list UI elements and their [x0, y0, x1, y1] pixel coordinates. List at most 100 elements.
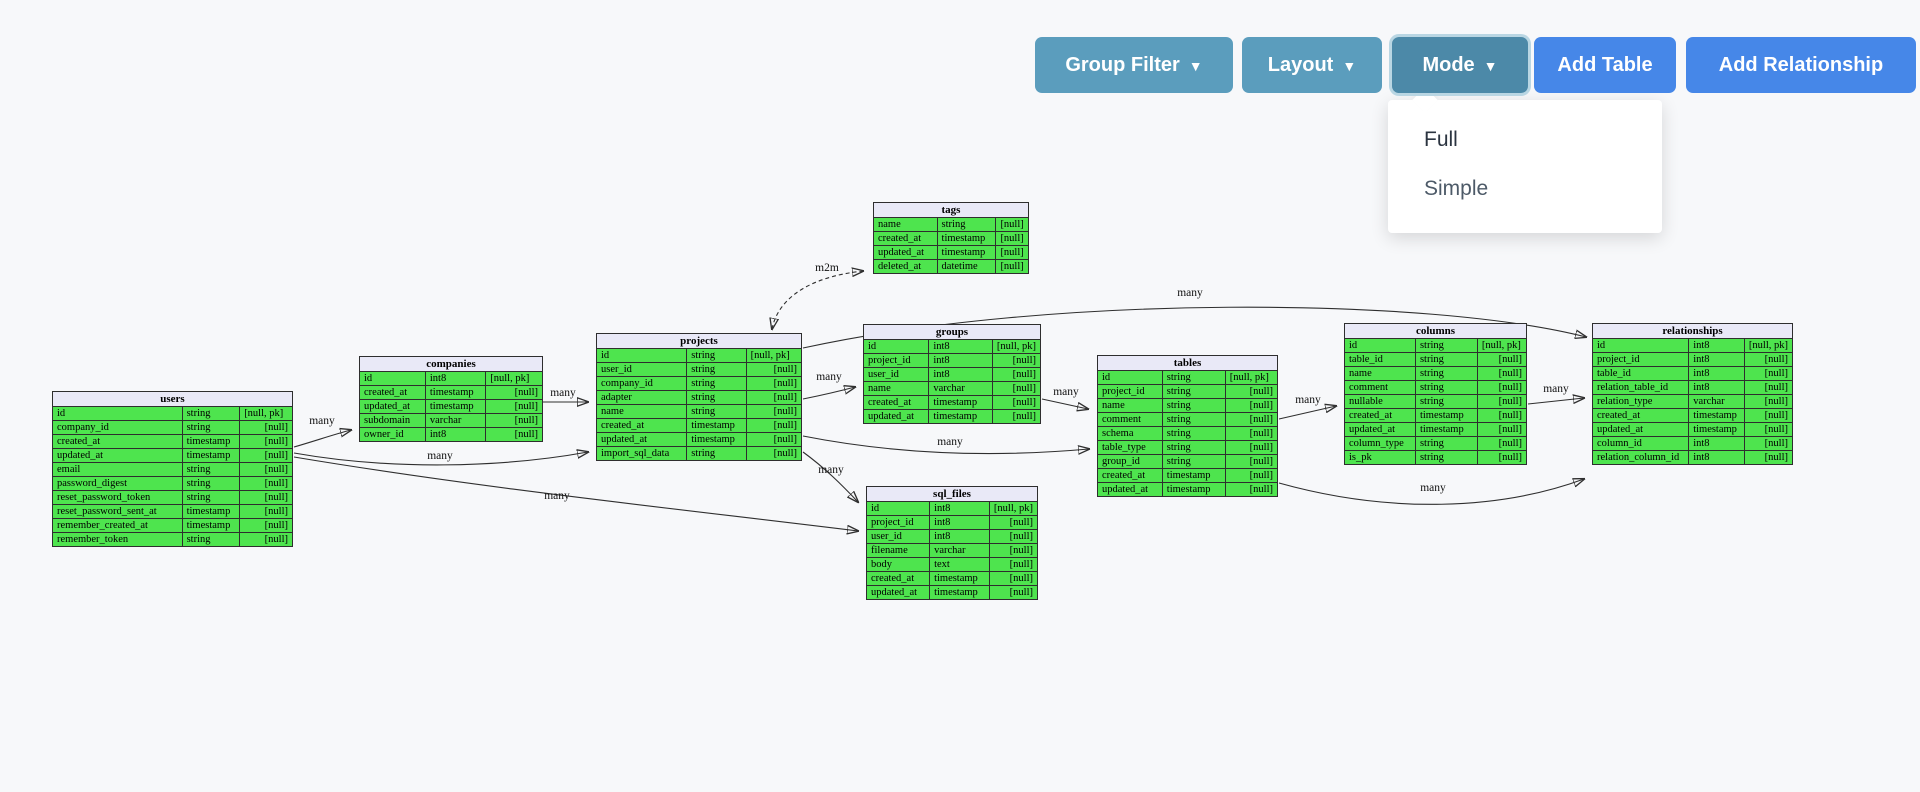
edge-users-sql_files[interactable]	[293, 456, 858, 531]
table-title: tables	[1097, 355, 1278, 371]
field-constraints: [null]	[1476, 408, 1528, 423]
field-constraints: [null]	[1743, 394, 1794, 409]
field-constraints: [null]	[745, 446, 803, 461]
layout-dropdown-button[interactable]: Layout ▼	[1242, 37, 1382, 93]
field-type: text	[929, 557, 990, 572]
field-constraints: [null]	[239, 532, 293, 547]
field-name: project_id	[1097, 384, 1163, 399]
field-name: created_at	[1591, 408, 1690, 423]
field-name: project_id	[865, 515, 931, 530]
field-type: timestamp	[1414, 408, 1478, 423]
field-type: string	[686, 348, 747, 363]
chevron-down-icon: ▼	[1483, 58, 1498, 74]
field-name: user_id	[595, 362, 688, 377]
mode-menu-item-simple[interactable]: Simple	[1424, 177, 1489, 200]
edge-users-companies[interactable]	[293, 430, 351, 448]
field-type: timestamp	[928, 409, 993, 424]
edge-tables-columns[interactable]	[1278, 406, 1336, 420]
field-constraints: [null, pk]	[239, 406, 293, 421]
field-type: int8	[928, 353, 993, 368]
field-name: password_digest	[52, 476, 183, 491]
add-relationship-button[interactable]: Add Relationship	[1686, 37, 1916, 93]
edge-projects-tables[interactable]	[802, 435, 1089, 454]
field-name: user_id	[865, 529, 931, 544]
edge-label-projects-groups: many	[816, 371, 842, 383]
mode-dropdown-button[interactable]: Mode ▼	[1392, 37, 1528, 93]
field-type: string	[1161, 398, 1226, 413]
field-name: id	[1591, 338, 1690, 353]
add-relationship-label: Add Relationship	[1718, 53, 1884, 76]
field-type: timestamp	[1688, 422, 1745, 437]
field-constraints: [null]	[239, 462, 293, 477]
edge-projects-sql_files[interactable]	[802, 451, 858, 502]
edge-projects-groups[interactable]	[802, 387, 855, 400]
edge-columns-relationships[interactable]	[1527, 398, 1584, 405]
edge-projects-tags[interactable]	[772, 271, 863, 329]
group-filter-dropdown-button[interactable]: Group Filter ▼	[1035, 37, 1233, 93]
field-constraints: [null]	[995, 231, 1029, 246]
field-name: created_at	[359, 385, 426, 400]
field-name: table_type	[1097, 440, 1163, 455]
field-type: timestamp	[1161, 468, 1226, 483]
field-constraints: [null]	[745, 418, 803, 433]
field-constraints: [null]	[745, 376, 803, 391]
field-name: id	[1097, 370, 1163, 385]
field-constraints: [null]	[991, 395, 1042, 410]
field-constraints: [null]	[1476, 450, 1528, 465]
edge-users-projects[interactable]	[293, 452, 588, 466]
field-constraints: [null]	[1743, 366, 1794, 381]
field-name: id	[862, 339, 930, 354]
table-title: tags	[873, 202, 1029, 218]
field-type: timestamp	[929, 585, 990, 600]
field-constraints: [null]	[485, 413, 543, 428]
field-constraints: [null]	[1743, 352, 1794, 367]
field-name: updated_at	[1591, 422, 1690, 437]
edge-groups-tables[interactable]	[1041, 398, 1088, 409]
field-type: string	[1161, 426, 1226, 441]
field-name: created_at	[865, 571, 931, 586]
table-title: columns	[1344, 323, 1527, 339]
field-type: int8	[424, 427, 487, 442]
mode-menu-item-full[interactable]: Full	[1424, 128, 1458, 151]
field-type: string	[1414, 338, 1478, 353]
field-name: comment	[1344, 380, 1416, 395]
field-type: int8	[1688, 450, 1745, 465]
table-title: sql_files	[866, 486, 1038, 502]
edge-tables-relationships[interactable]	[1278, 479, 1584, 505]
edge-label-users-companies: many	[309, 415, 335, 427]
add-table-button[interactable]: Add Table	[1534, 37, 1676, 93]
field-type: string	[181, 406, 241, 421]
field-type: string	[686, 390, 747, 405]
field-constraints: [null]	[1224, 440, 1279, 455]
field-name: import_sql_data	[595, 446, 688, 461]
